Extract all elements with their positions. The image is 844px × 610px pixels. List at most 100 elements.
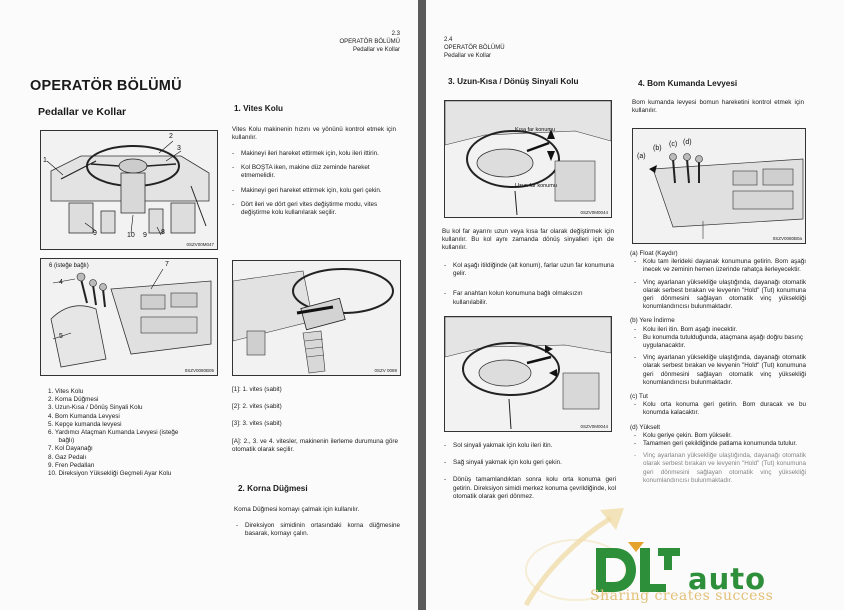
watermark-tagline: Sharing creates success xyxy=(590,588,774,604)
fig1-callout-1: 1 xyxy=(43,157,47,164)
option-d-note: Tamamen geri çekildiğinde patlama konumu… xyxy=(634,440,806,448)
section-1-title: 1. Vites Kolu xyxy=(234,104,283,113)
fig1-callout-2: 2 xyxy=(169,133,173,140)
legend-item: 3. Uzun-Kısa / Dönüş Sinyali Kolu xyxy=(48,404,143,412)
legend-item: 10. Direksiyon Yüksekliği Geçmeli Ayar K… xyxy=(48,470,172,478)
section-3-bullet: Far anahtarı kolun konumuna bağlı olmaks… xyxy=(444,290,614,306)
section-3-title: 3. Uzun-Kısa / Dönüş Sinyali Kolu xyxy=(448,77,579,86)
boom-callout-d: (d) xyxy=(683,139,692,146)
fig1-callout-10: 10 xyxy=(127,232,135,239)
option-c-title: (c) Tut xyxy=(630,393,648,401)
fig2-callout-6: 6 (isteğe bağlı) xyxy=(49,263,89,269)
boom-callout-a: (a) xyxy=(637,153,646,160)
option-a-bullet: Vinç ayarlanan yüksekliğe ulaştığında, d… xyxy=(634,279,806,312)
header-page-number: 2.4 xyxy=(444,37,453,43)
fig1-callout-9b: 9 xyxy=(143,232,147,239)
option-b-note-text: Bu konumda tutulduğunda, ataçmana aşağı … xyxy=(643,333,803,350)
legend-item: bağlı) xyxy=(48,437,75,445)
armrest-drawing xyxy=(41,259,217,375)
section-4-body: (a) Float (Kaydır) Kolu tam ilerideki da… xyxy=(630,250,806,491)
option-c-bullet: Kolu orta konuma geri getirin. Bom durac… xyxy=(634,401,806,417)
figure-turn-signal: 0SZV0M0044 xyxy=(444,316,612,432)
option-a-bullet: Kolu tam ilerideki dayanak konumuna geti… xyxy=(634,258,806,274)
sub-title: Pedallar ve Kollar xyxy=(38,106,127,118)
fig3-code: 0SZV 0089 xyxy=(374,368,397,373)
left-page-header: 2.3 OPERATÖR BÖLÜMÜ Pedallar ve Kollar xyxy=(280,30,400,54)
section-2-bullets: Direksiyon simidinin ortasındaki korna d… xyxy=(236,522,400,544)
boom-fig-code: 0SZV0080B0a xyxy=(772,236,802,241)
boom-callout-c: (c) xyxy=(669,141,678,148)
shift-lever-drawing xyxy=(233,261,400,375)
boom-lever-drawing xyxy=(633,129,805,243)
gear-3: [3]: 3. vites (sabit) xyxy=(232,420,282,428)
figure-armrest-levers: 6 (isteğe bağlı) 7 4 5 0SZV0080B05 xyxy=(40,258,218,376)
fig2-callout-7: 7 xyxy=(165,261,169,268)
section-3-bullet: Sol sinyali yakmak için kolu ileri itin. xyxy=(444,442,616,450)
header-page-number: 2.3 xyxy=(391,31,400,37)
header-section: OPERATÖR BÖLÜMÜ xyxy=(339,39,400,45)
boom-callout-b: (b) xyxy=(653,145,662,152)
section-4-title: 4. Bom Kumanda Levyesi xyxy=(638,79,738,88)
figure-cab-overview: 1 2 3 9 10 9 8 0SZV00M047 xyxy=(40,130,218,250)
watermark-logo-icon xyxy=(596,542,680,592)
signal-fig-label-long: Uzun far konumu xyxy=(515,183,557,189)
section-3-intro: Bu kol far ayarını uzun veya kısa far ol… xyxy=(442,228,614,252)
option-d-bullet: Vinç ayarlanan yüksekliğe ulaştığında, d… xyxy=(634,452,806,485)
fig1-callout-3: 3 xyxy=(177,145,181,152)
turn-signal-drawing xyxy=(445,317,611,431)
watermark-brand: auto xyxy=(688,562,767,596)
section-1-bullet: Dört ileri ve dört geri vites değiştirme… xyxy=(232,201,398,217)
left-page: 2.3 OPERATÖR BÖLÜMÜ Pedallar ve Kollar O… xyxy=(0,0,418,610)
figure-shift-lever: 0SZV 0089 xyxy=(232,260,401,376)
section-3-bullet: Kol aşağı itildiğinde (alt konum), farla… xyxy=(444,262,614,278)
gear-list: [1]: 1. vites (sabit) [2]: 2. vites (sab… xyxy=(232,386,398,454)
fig1-callout-9a: 9 xyxy=(93,230,97,237)
fig2-callout-4: 4 xyxy=(59,279,63,286)
section-4-intro: Bom kumanda levyesi bomun hareketini kon… xyxy=(632,99,804,115)
option-d-bullet: Kolu geriye çekin. Bom yükselir. xyxy=(634,432,806,440)
legend-item: 6. Yardımcı Ataçman Kumanda Levyesi (ist… xyxy=(48,429,179,437)
signal-fig-code: 0SZV0M0044 xyxy=(580,210,608,215)
option-a-title: (a) Float (Kaydır) xyxy=(630,250,678,257)
gear-auto: [A]: 2., 3. ve 4. vitesler, makinenin il… xyxy=(232,437,398,453)
option-b-bullet: Vinç ayarlanan yüksekliğe ulaştığında, d… xyxy=(634,354,806,387)
main-title: OPERATÖR BÖLÜMÜ xyxy=(30,78,182,94)
section-1-bullets: Makineyi ileri hareket ettirmek için, ko… xyxy=(232,150,398,223)
signal-fig-label-short: Kısa far konumu xyxy=(515,127,556,133)
legend-item: 2. Korna Düğmesi xyxy=(48,396,99,404)
header-section: OPERATÖR BÖLÜMÜ xyxy=(444,45,505,51)
figure-signal-lever: Kısa far konumu Uzun far konumu 0SZV0M00… xyxy=(444,100,612,218)
fig2-code: 0SZV0080B05 xyxy=(184,368,214,373)
header-subsection: Pedallar ve Kollar xyxy=(444,53,492,59)
section-1-bullet: Makineyi geri hareket ettirmek için, kol… xyxy=(232,187,398,195)
signal-lever-drawing xyxy=(445,101,611,217)
legend-item: 9. Fren Pedalları xyxy=(48,461,95,469)
option-d-note-text: Tamamen geri çekildiğinde patlama konumu… xyxy=(643,440,798,448)
section-3-bullet: Sağ sinyali yakmak için kolu geri çekin. xyxy=(444,459,616,467)
right-page: 2.4 OPERATÖR BÖLÜMÜ Pedallar ve Kollar 3… xyxy=(426,0,844,610)
section-3-bullets: Kol aşağı itildiğinde (alt konum), farla… xyxy=(444,262,614,313)
option-b-title: (b) Yere İndirme xyxy=(630,317,675,325)
turn-signal-fig-code: 0SZV0M0044 xyxy=(580,424,608,429)
section-2-bullet: Direksiyon simidinin ortasındaki korna d… xyxy=(236,522,400,538)
component-legend: 1. Vites Kolu 2. Korna Düğmesi 3. Uzun-K… xyxy=(48,388,228,478)
legend-item: 4. Bom Kumanda Levyesi xyxy=(48,412,120,420)
figure-boom-lever: (a) (b) (c) (d) 0SZV0080B0a xyxy=(632,128,806,244)
legend-item: 5. Kepçe kumanda levyesi xyxy=(48,420,122,428)
section-2-intro: Korna Düğmesi kornayı çalmak için kullan… xyxy=(234,506,360,513)
section-3-bullet: Dönüş tamamlandıktan sonra kolu orta kon… xyxy=(444,476,616,501)
header-subsection: Pedallar ve Kollar xyxy=(352,47,400,53)
cab-overview-drawing xyxy=(41,131,217,249)
section-3-bullets-2: Sol sinyali yakmak için kolu ileri itin.… xyxy=(444,442,616,507)
right-page-header: 2.4 OPERATÖR BÖLÜMÜ Pedallar ve Kollar xyxy=(444,36,564,60)
option-d-title: (d) Yükselt xyxy=(630,423,660,431)
section-1-intro: Vites Kolu makinenin hızını ve yönünü ko… xyxy=(232,126,396,142)
section-1-bullet: Makineyi ileri hareket ettirmek için, ko… xyxy=(232,150,398,158)
fig1-code: 0SZV00M047 xyxy=(186,242,214,247)
legend-item: 1. Vites Kolu xyxy=(48,388,84,395)
fig2-callout-5: 5 xyxy=(59,333,63,340)
option-b-bullet: Kolu ileri itin. Bom aşağı inecektir. xyxy=(634,326,806,334)
legend-item: 7. Kol Dayanağı xyxy=(48,445,93,453)
section-2-title: 2. Korna Düğmesi xyxy=(238,484,308,493)
gear-1: [1]: 1. vites (sabit) xyxy=(232,386,282,393)
